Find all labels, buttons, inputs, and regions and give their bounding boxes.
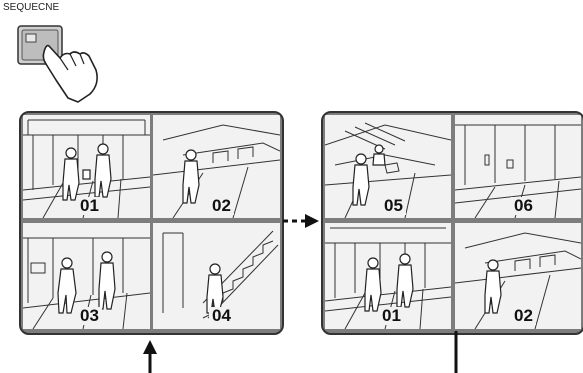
up-arrow-icon (143, 340, 157, 373)
dashed-right-arrow-icon (283, 214, 319, 228)
